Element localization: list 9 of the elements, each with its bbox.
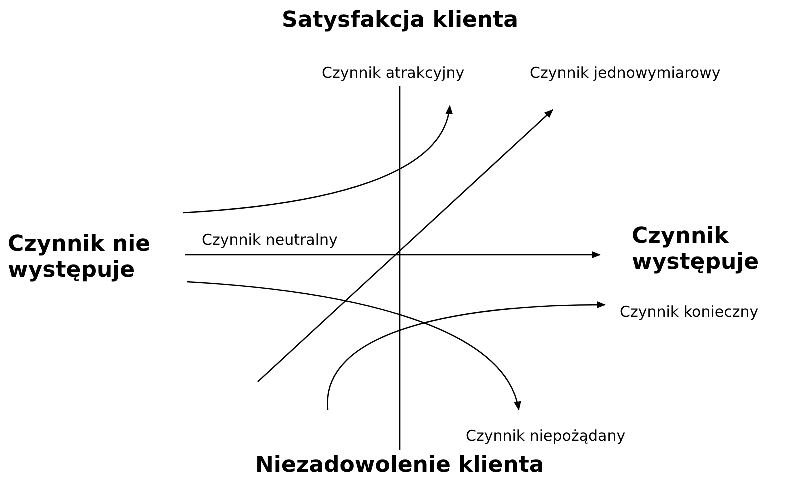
- curve-label: Czynnik jednowymiarowy: [530, 64, 721, 82]
- curve-label: Czynnik atrakcyjny: [322, 64, 465, 82]
- axis-title: Satysfakcja klienta: [282, 8, 518, 34]
- axis-title: Czynnik nie występuje: [8, 232, 152, 284]
- curve-label: Czynnik konieczny: [620, 303, 759, 321]
- axis-title: Niezadowolenie klienta: [256, 453, 544, 479]
- axis-title: Czynnik występuje: [632, 224, 760, 276]
- curve-label: Czynnik neutralny: [202, 231, 338, 249]
- curve-label: Czynnik niepożądany: [466, 427, 626, 445]
